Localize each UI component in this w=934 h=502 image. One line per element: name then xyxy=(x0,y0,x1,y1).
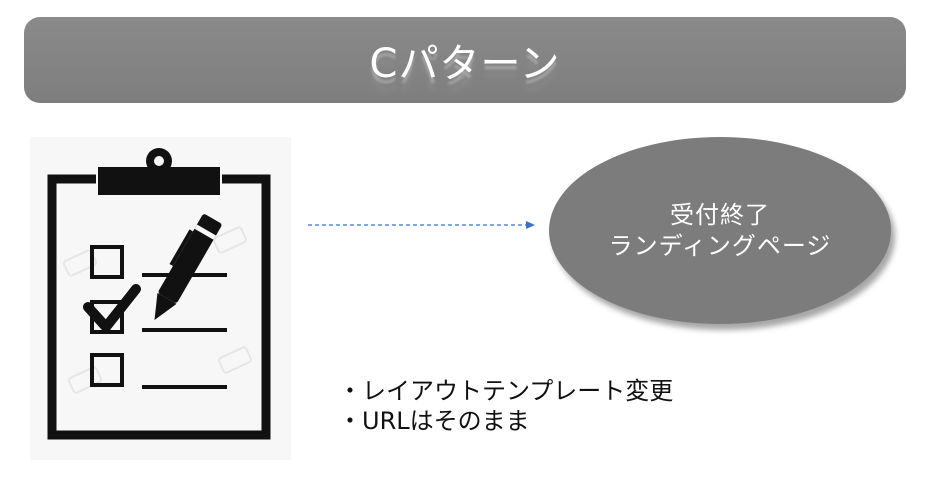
clipboard-svg xyxy=(47,148,271,440)
check-mark-icon xyxy=(83,284,141,332)
title-text: Cパターン xyxy=(369,41,561,87)
title-bar: Cパターン xyxy=(24,17,906,103)
note-item: ・レイアウトテンプレート変更 xyxy=(338,377,674,405)
checkbox-empty-2 xyxy=(90,353,124,387)
checkbox-empty-1 xyxy=(90,245,124,279)
flow-arrow xyxy=(308,221,535,229)
clipboard-checklist-icon xyxy=(30,137,291,460)
node-line-2: ランディングページ xyxy=(608,231,832,260)
clipboard-frame xyxy=(47,174,271,440)
notes-list: ・レイアウトテンプレート変更 ・URLはそのまま xyxy=(338,376,673,436)
node-line-1: 受付終了 xyxy=(670,200,770,229)
watermark xyxy=(63,226,252,394)
pen-icon xyxy=(154,214,222,321)
note-item: ・URLはそのまま xyxy=(338,407,530,435)
landing-page-node: 受付終了 ランディングページ xyxy=(549,137,891,324)
